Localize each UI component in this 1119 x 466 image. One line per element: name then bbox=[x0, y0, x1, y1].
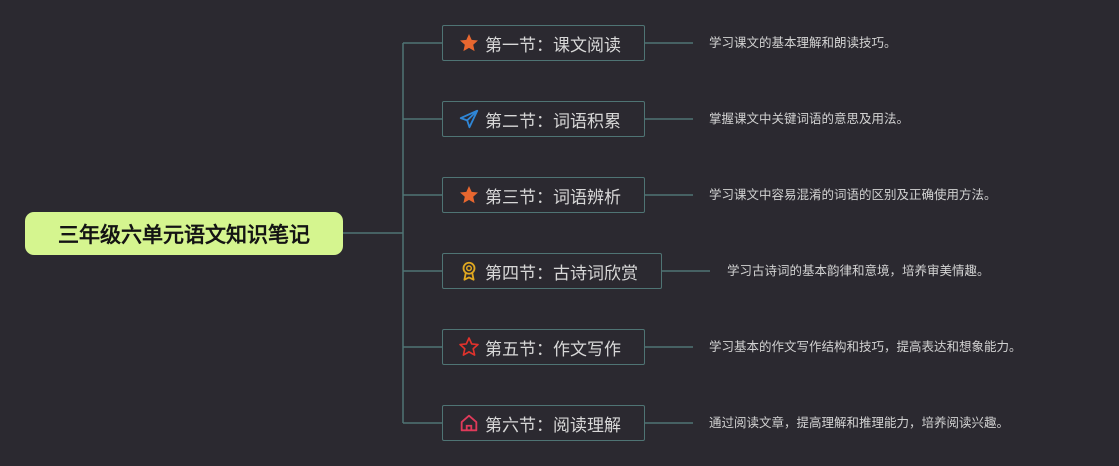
star-filled-icon bbox=[458, 32, 480, 54]
award-ribbon-icon bbox=[458, 260, 480, 282]
paper-plane-icon bbox=[458, 108, 480, 130]
branch-node-1[interactable]: 第一节：课文阅读 bbox=[442, 25, 645, 61]
star-outline-icon bbox=[458, 336, 480, 358]
branch-node-6[interactable]: 第六节：阅读理解 bbox=[442, 405, 645, 441]
branch-node-label: 第三节：词语辨析 bbox=[485, 187, 621, 208]
home-icon bbox=[458, 412, 480, 434]
branch-note-5: 学习基本的作文写作结构和技巧，提高表达和想象能力。 bbox=[709, 339, 1022, 354]
branch-node-label: 第二节：词语积累 bbox=[485, 111, 621, 132]
branch-node-4[interactable]: 第四节：古诗词欣赏 bbox=[442, 253, 662, 289]
branch-node-label: 第一节：课文阅读 bbox=[485, 35, 621, 56]
root-topic-label: 三年级六单元语文知识笔记 bbox=[58, 222, 310, 247]
branch-note-1: 学习课文的基本理解和朗读技巧。 bbox=[709, 35, 897, 50]
root-topic[interactable]: 三年级六单元语文知识笔记 bbox=[25, 212, 343, 255]
branch-note-3: 学习课文中容易混淆的词语的区别及正确使用方法。 bbox=[709, 187, 997, 202]
branch-node-label: 第四节：古诗词欣赏 bbox=[485, 263, 638, 284]
branch-node-2[interactable]: 第二节：词语积累 bbox=[442, 101, 645, 137]
branch-node-3[interactable]: 第三节：词语辨析 bbox=[442, 177, 645, 213]
star-filled-icon bbox=[458, 184, 480, 206]
branch-node-label: 第五节：作文写作 bbox=[485, 339, 621, 360]
branch-node-label: 第六节：阅读理解 bbox=[485, 415, 621, 436]
branch-note-2: 掌握课文中关键词语的意思及用法。 bbox=[709, 111, 910, 126]
branch-note-4: 学习古诗词的基本韵律和意境，培养审美情趣。 bbox=[727, 263, 990, 278]
branch-note-6: 通过阅读文章，提高理解和推理能力，培养阅读兴趣。 bbox=[709, 415, 1010, 430]
branch-node-5[interactable]: 第五节：作文写作 bbox=[442, 329, 645, 365]
